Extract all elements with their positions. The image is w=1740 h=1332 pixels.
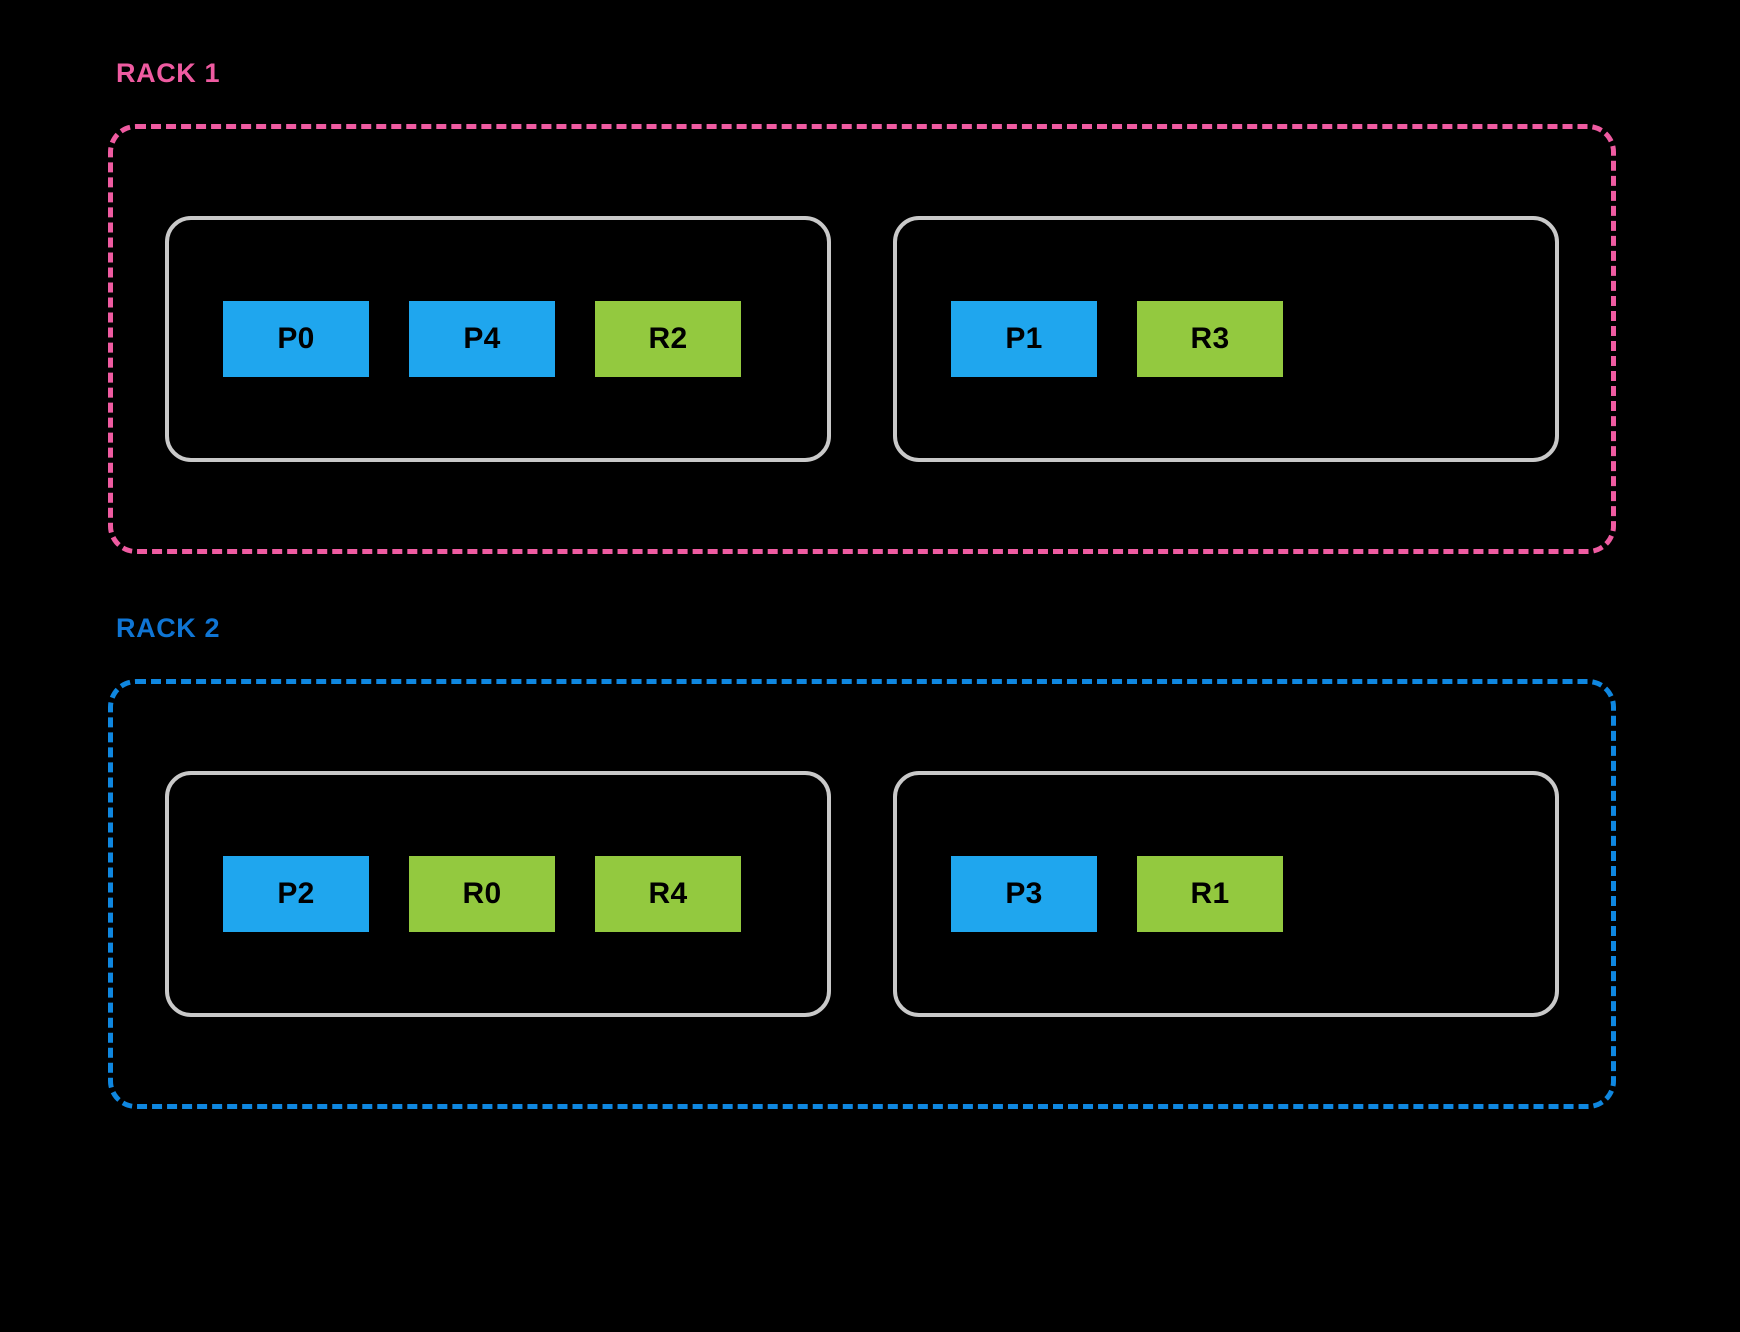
rack-1-node-1[interactable]: P0 P4 R2 <box>165 216 831 462</box>
rack-1-boundary: P0 P4 R2 P1 R3 <box>108 124 1616 554</box>
rack-2-node-2[interactable]: P3 R1 <box>893 771 1559 1017</box>
replica-chip-r2[interactable]: R2 <box>595 301 741 377</box>
rack-1-node-2[interactable]: P1 R3 <box>893 216 1559 462</box>
partition-chip-p2[interactable]: P2 <box>223 856 369 932</box>
rack-2-label: RACK 2 <box>116 613 221 643</box>
partition-chip-p4[interactable]: P4 <box>409 301 555 377</box>
partition-chip-p3[interactable]: P3 <box>951 856 1097 932</box>
partition-chip-p1[interactable]: P1 <box>951 301 1097 377</box>
partition-chip-p0[interactable]: P0 <box>223 301 369 377</box>
rack-2-node-1[interactable]: P2 R0 R4 <box>165 771 831 1017</box>
replica-chip-r1[interactable]: R1 <box>1137 856 1283 932</box>
rack-group-2: RACK 2 P2 R0 R4 P3 R1 <box>108 615 1616 1109</box>
replica-chip-r3[interactable]: R3 <box>1137 301 1283 377</box>
replica-chip-r0[interactable]: R0 <box>409 856 555 932</box>
rack-2-boundary: P2 R0 R4 P3 R1 <box>108 679 1616 1109</box>
replica-chip-r4[interactable]: R4 <box>595 856 741 932</box>
rack-1-label: RACK 1 <box>116 58 221 88</box>
rack-group-1: RACK 1 P0 P4 R2 P1 R3 <box>108 60 1616 554</box>
